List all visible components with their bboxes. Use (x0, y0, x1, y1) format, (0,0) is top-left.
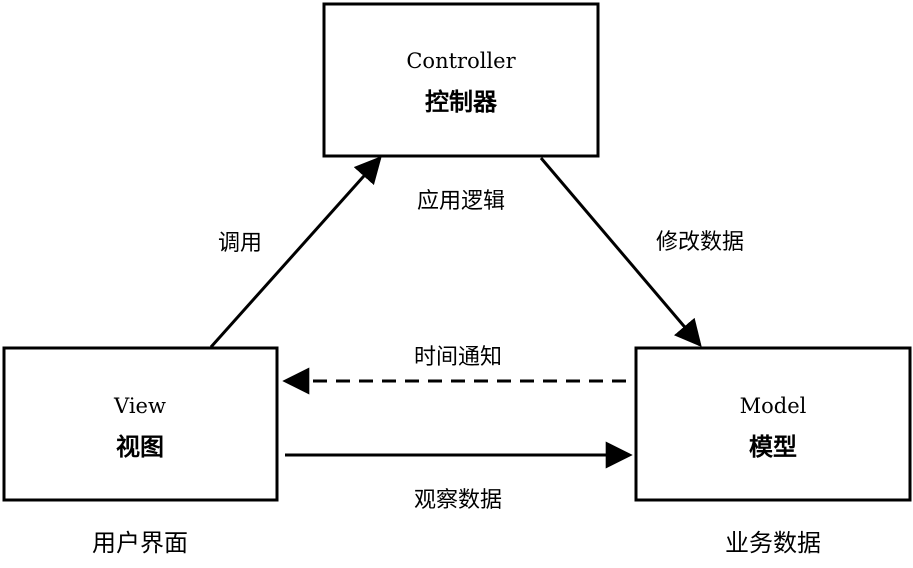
label-modify-data: 修改数据 (656, 230, 744, 255)
label-event-notify: 时间通知 (414, 345, 502, 370)
view-title: View (113, 394, 166, 418)
view-node: View 视图 (2, 346, 279, 502)
controller-box (322, 2, 600, 158)
caption-business-data: 业务数据 (725, 529, 821, 557)
model-title: Model (740, 394, 807, 418)
view-box (2, 346, 279, 502)
controller-subtitle: 控制器 (425, 88, 498, 116)
label-call: 调用 (218, 231, 262, 256)
controller-node: Controller 控制器 (322, 2, 600, 158)
model-node: Model 模型 (634, 346, 912, 502)
arrow-view-to-controller (209, 155, 382, 348)
label-app-logic: 应用逻辑 (417, 189, 505, 214)
arrow-controller-to-model (539, 157, 702, 348)
controller-title: Controller (406, 49, 516, 73)
caption-user-interface: 用户界面 (92, 529, 188, 557)
view-subtitle: 视图 (116, 433, 164, 461)
model-box (634, 346, 912, 502)
label-observe-data: 观察数据 (414, 488, 502, 513)
model-subtitle: 模型 (749, 433, 797, 461)
